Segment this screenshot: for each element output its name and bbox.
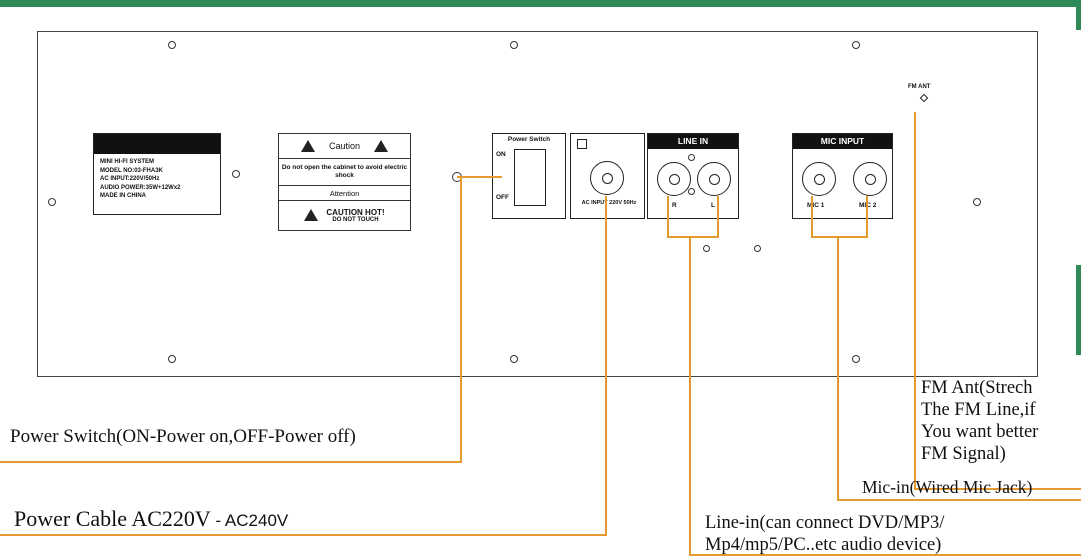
ac-input-label: AC INPUT 220V 50Hz xyxy=(581,200,637,206)
leader-line xyxy=(837,236,839,501)
leader-line xyxy=(811,236,868,238)
fm-ant-annotation-line: You want better xyxy=(921,422,1039,442)
name-plate-line: MODEL NO:03-FHA3K xyxy=(100,167,163,174)
mic-in-annotation: Mic-in(Wired Mic Jack) xyxy=(862,477,1033,497)
name-plate-line: AC INPUT:220V/50Hz xyxy=(100,176,160,182)
leader-line xyxy=(811,196,813,238)
mic1-label: MIC 1 xyxy=(807,202,825,209)
caution-warning: Do not open the cabinet to avoid electri… xyxy=(281,164,408,179)
leader-line xyxy=(914,488,1081,490)
leader-line xyxy=(914,112,916,490)
mic-input-box: MIC INPUT MIC 1 MIC 2 xyxy=(792,133,893,219)
screw-hole xyxy=(48,198,56,206)
leader-line xyxy=(837,499,1081,501)
screw-hole xyxy=(232,170,240,178)
ac-power-socket[interactable] xyxy=(590,161,624,195)
hot-surface-icon xyxy=(304,209,319,221)
right-border-lower xyxy=(1076,265,1081,355)
screw-hole xyxy=(510,41,518,49)
screw-hole xyxy=(688,188,695,195)
power-cable-annotation: Power Cable AC220V - AC240V xyxy=(14,506,288,532)
line-in-right-label: R xyxy=(672,202,677,209)
right-border xyxy=(1076,0,1081,30)
fm-ant-annotation: FM Ant(Strech The FM Line,if You want be… xyxy=(921,377,1038,465)
name-plate-header xyxy=(94,134,220,154)
power-switch-on-label: ON xyxy=(496,151,506,158)
line-in-title: LINE IN xyxy=(648,134,738,149)
power-switch-annotation: Power Switch(ON-Power on,OFF-Power off) xyxy=(10,426,356,447)
leader-line xyxy=(605,196,607,536)
screw-hole xyxy=(703,245,710,252)
line-in-left-label: L xyxy=(711,202,715,209)
power-cable-range: - AC240V xyxy=(210,511,289,530)
leader-line xyxy=(460,177,462,463)
power-cable-text: Power Cable AC220V xyxy=(14,506,211,531)
power-switch-box: Power Switch ON OFF xyxy=(492,133,566,219)
line-in-box: LINE IN R L xyxy=(647,133,739,219)
screw-hole xyxy=(852,41,860,49)
do-not-touch-text: DO NOT TOUCH xyxy=(332,216,379,223)
power-switch-off-label: OFF xyxy=(496,194,509,201)
fm-ant-label: FM ANT xyxy=(908,84,931,90)
warning-triangle-icon xyxy=(300,140,315,152)
line-in-annotation-line: Mp4/mp5/PC..etc audio device) xyxy=(705,535,942,555)
mic-input-title: MIC INPUT xyxy=(793,134,892,149)
line-in-annotation: Line-in(can connect DVD/MP3/ Mp4/mp5/PC.… xyxy=(705,512,944,556)
line-in-right-jack[interactable] xyxy=(657,162,691,196)
fm-ant-annotation-line: The FM Line,if xyxy=(921,400,1036,420)
caution-hot-text: CAUTION HOT! xyxy=(326,207,385,217)
screw-hole xyxy=(973,198,981,206)
mic1-jack[interactable] xyxy=(802,162,836,196)
name-plate: MINI HI-FI SYSTEM MODEL NO:03-FHA3K AC INP… xyxy=(93,133,221,215)
leader-line xyxy=(667,236,719,238)
screw-hole xyxy=(754,245,761,252)
ac-input-box: AC INPUT 220V 50Hz xyxy=(570,133,645,219)
leader-line xyxy=(689,236,691,556)
leader-line xyxy=(866,196,868,238)
name-plate-line: MADE IN CHINA xyxy=(100,193,146,199)
caution-title: Caution xyxy=(328,141,361,151)
power-switch[interactable] xyxy=(514,149,546,206)
screw-hole xyxy=(688,154,695,161)
power-switch-title: Power Switch xyxy=(507,136,551,143)
caution-label: Caution Do not open the cabinet to avoid… xyxy=(278,133,411,231)
leader-line xyxy=(0,534,607,536)
name-plate-line: AUDIO POWER:35W+12Wx2 xyxy=(100,184,181,191)
name-plate-line: MINI HI-FI SYSTEM xyxy=(100,159,154,165)
top-border xyxy=(0,0,1081,7)
leader-line xyxy=(689,554,1081,556)
fm-ant-annotation-line: FM Signal) xyxy=(921,444,1006,464)
screw-hole xyxy=(168,41,176,49)
mic2-jack[interactable] xyxy=(853,162,887,196)
leader-line xyxy=(0,461,462,463)
leader-line xyxy=(667,196,669,238)
screw-hole xyxy=(168,355,176,363)
leader-line xyxy=(457,176,502,178)
name-plate-text: MINI HI-FI SYSTEM MODEL NO:03-FHA3K AC INP… xyxy=(94,154,220,205)
line-in-left-jack[interactable] xyxy=(697,162,731,196)
attention-title: Attention xyxy=(279,185,410,201)
fm-ant-annotation-line: FM Ant(Strech xyxy=(921,378,1033,398)
fuse-icon xyxy=(577,139,587,149)
warning-triangle-icon xyxy=(374,140,389,152)
screw-hole xyxy=(852,355,860,363)
line-in-annotation-line: Line-in(can connect DVD/MP3/ xyxy=(705,513,945,533)
screw-hole xyxy=(510,355,518,363)
leader-line xyxy=(717,196,719,238)
